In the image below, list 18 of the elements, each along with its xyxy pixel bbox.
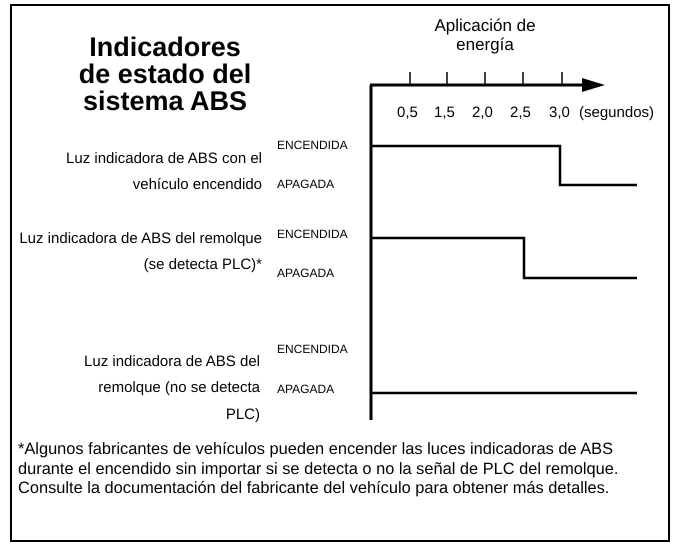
- footnote: *Algunos fabricantes de vehículos pueden encender las luces indicadoras de ABS durante el encendido sin importar si se detecta o no la señal de PLC del remolque. Consulte la documentación del fabricante del vehículo para obtener más detalles.: [18, 440, 620, 500]
- tick-label: 1,5: [434, 104, 455, 122]
- tick-label: 2,0: [472, 104, 493, 122]
- tick-label: 3,0: [549, 104, 570, 122]
- state-label: APAGADA: [277, 267, 334, 281]
- diagram-title: Indicadores de estado del sistema ABS: [78, 34, 252, 115]
- unit-label: (segundos): [579, 104, 654, 122]
- state-label: ENCENDIDA: [277, 228, 348, 242]
- state-label: ENCENDIDA: [277, 343, 348, 357]
- signal-name: Luz indicadora de ABS del remolque (se detecta PLC)*: [18, 229, 262, 276]
- state-label: APAGADA: [277, 178, 334, 192]
- tick-label: 2,5: [510, 104, 531, 122]
- axis-title: Aplicación de energía: [433, 17, 537, 54]
- state-label: APAGADA: [277, 383, 334, 397]
- signal-name: Luz indicadora de ABS del remolque (no se detecta PLC): [83, 352, 260, 424]
- tick-label: 0,5: [397, 104, 418, 122]
- state-label: ENCENDIDA: [277, 139, 348, 153]
- signal-name: Luz indicadora de ABS con el vehículo encendido: [65, 149, 262, 196]
